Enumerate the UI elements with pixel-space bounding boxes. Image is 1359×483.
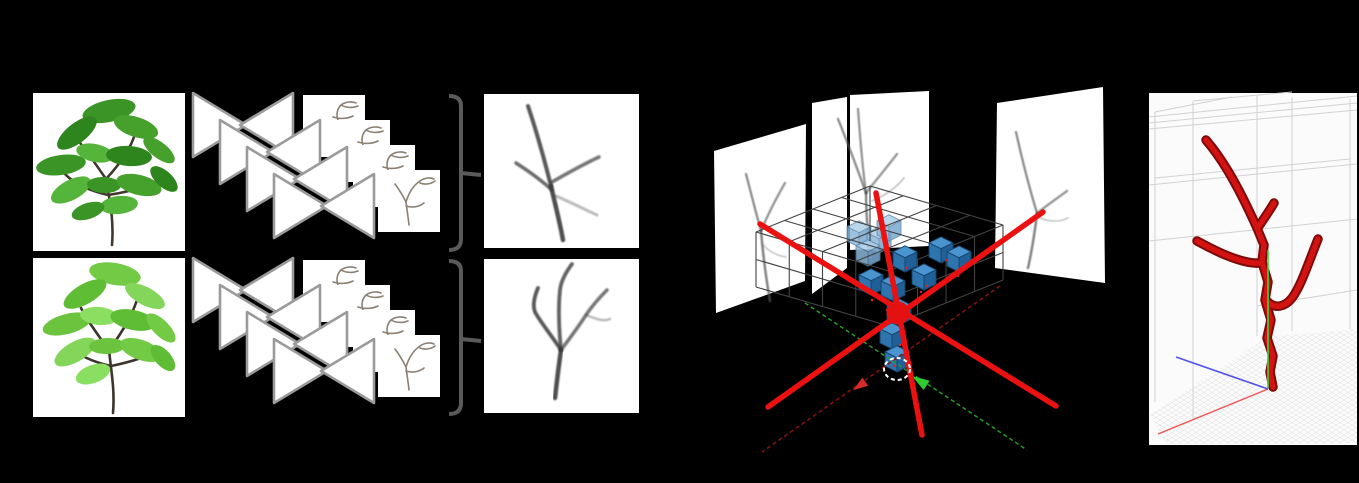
- noise-speckle: [945, 258, 949, 262]
- bounding-box-line: [1148, 95, 1358, 118]
- root-marker-circle: [883, 357, 911, 381]
- hourglass-network-stack-top: [191, 91, 440, 240]
- bounding-box-line: [1148, 102, 1358, 124]
- bounding-box-line: [1192, 91, 1293, 102]
- hourglass-network-stack-bottom: [191, 256, 440, 405]
- projection-plane: [714, 124, 806, 313]
- plant-leaf: [87, 176, 121, 194]
- plant-leaf: [51, 176, 91, 204]
- world-axis-dashed: [761, 285, 1001, 453]
- bracket-spine: [448, 259, 463, 416]
- plane-skeleton-sketch: [762, 244, 787, 258]
- hourglass-module: [272, 172, 376, 240]
- axis-arrowhead: [912, 376, 930, 390]
- plant-leaf: [80, 306, 118, 326]
- reconstructed-3d-skeleton-viewer: [1148, 91, 1358, 445]
- noise-speckle: [870, 298, 874, 302]
- bracket-spine: [448, 94, 463, 252]
- plant-leaf: [113, 115, 159, 139]
- skeleton-tube: [1265, 236, 1321, 309]
- plant-leaf: [75, 363, 111, 385]
- plane-skeleton-sketch: [836, 117, 868, 195]
- plant-leaf: [125, 282, 165, 310]
- skeleton-tube: [1203, 137, 1260, 231]
- bounding-box-line: [1154, 96, 1233, 113]
- plant-leaf: [54, 337, 96, 367]
- plane-skeleton-sketch: [1039, 217, 1069, 222]
- plane-skeleton-sketch: [1014, 130, 1039, 215]
- plant-leaf: [76, 143, 114, 163]
- bracket-tick: [460, 337, 482, 343]
- plant-leaf: [100, 195, 138, 215]
- voxel-cube: [911, 263, 937, 291]
- plant-leaf: [150, 344, 176, 372]
- skeleton-thumbnail: [378, 170, 440, 232]
- input-plant-image-top: [33, 93, 185, 251]
- plant-leaf: [42, 312, 92, 336]
- voxel-cube: [946, 245, 972, 273]
- noise-speckle: [919, 290, 923, 294]
- plane-skeleton-sketch: [759, 229, 772, 303]
- plane-skeleton-sketch: [856, 107, 868, 195]
- skeleton-stroke: [550, 155, 601, 184]
- hourglass-module: [272, 337, 376, 405]
- skeleton-stroke: [557, 262, 574, 352]
- noise-speckle: [925, 284, 929, 288]
- plant-leaf: [150, 166, 178, 192]
- plant-leaf: [89, 337, 125, 355]
- photo-frame: [33, 258, 185, 417]
- averaged-skeleton-map-bottom: [484, 259, 639, 413]
- plant-leaf: [71, 201, 105, 221]
- plant-leaf: [63, 279, 107, 309]
- plant-leaf: [106, 145, 152, 167]
- noise-speckle: [898, 343, 902, 347]
- multi-view-voxel-carving-scene: [714, 87, 1105, 453]
- skeleton-stroke: [584, 313, 612, 322]
- skeleton-stroke: [554, 194, 599, 217]
- plant-leaf: [120, 337, 162, 363]
- world-axis-dashed: [804, 302, 1028, 451]
- plant-leaf: [57, 116, 97, 150]
- noise-speckle: [892, 364, 896, 368]
- plant-leaf: [146, 313, 176, 343]
- noise-speckle: [904, 266, 908, 270]
- axis-arrowhead: [853, 377, 869, 391]
- viewport-axis: [1175, 356, 1269, 390]
- plane-skeleton-sketch: [864, 152, 899, 195]
- voxel-grid-wireframe: [755, 185, 1004, 327]
- voxel-cube: [858, 268, 884, 296]
- ray-intersection-sphere: [886, 301, 910, 325]
- bounding-box-line: [1148, 163, 1358, 186]
- voxel-cube: [846, 220, 872, 248]
- bounding-box-line: [1154, 158, 1351, 179]
- skeleton-stroke: [526, 104, 553, 188]
- skeleton-stroke: [514, 161, 554, 192]
- skeleton-thumbnail: [378, 335, 440, 397]
- skeleton-tube: [1256, 200, 1277, 229]
- ground-mesh: [1150, 329, 1357, 444]
- viewport-axis: [1157, 388, 1269, 435]
- plant-leaf: [116, 173, 162, 197]
- skeleton-stroke: [552, 347, 564, 401]
- voxel-cube: [892, 245, 918, 273]
- skeleton-stroke: [531, 286, 563, 352]
- aggregation-brackets: [448, 94, 482, 416]
- plant-leaf: [143, 136, 175, 164]
- projection-plane: [995, 87, 1105, 283]
- skeleton-tube: [1194, 238, 1264, 266]
- plant-leaf: [36, 154, 86, 176]
- plant-leaf: [110, 309, 156, 331]
- averaged-skeleton-map-top: [484, 94, 639, 248]
- input-plant-image-bottom: [33, 258, 185, 417]
- bounding-box-line: [1148, 109, 1358, 130]
- bracket-tick: [460, 171, 482, 177]
